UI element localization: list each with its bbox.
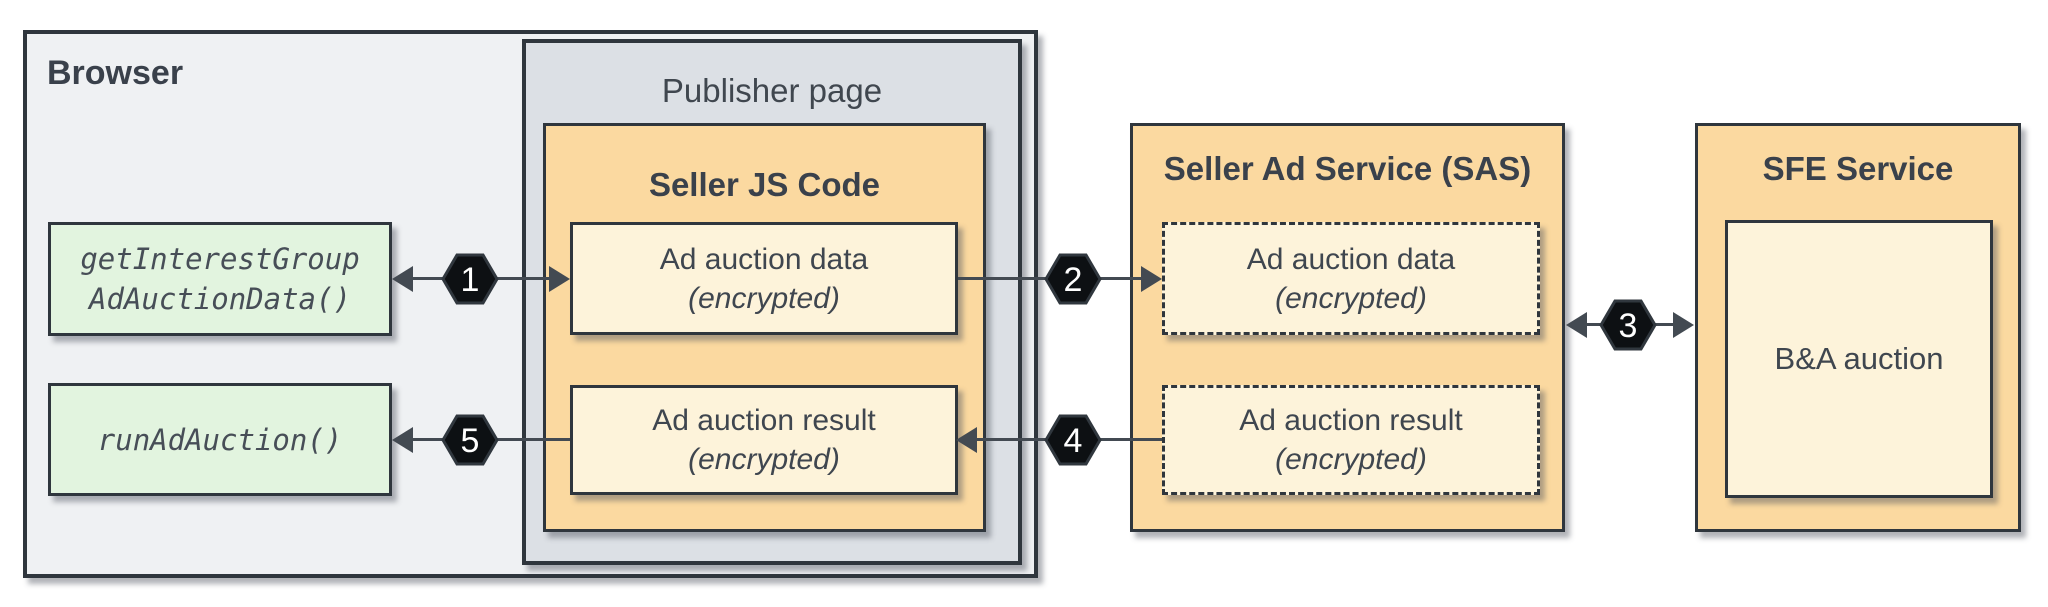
step-number: 4 [1064,422,1083,460]
box-text-line: Ad auction data [1246,242,1456,276]
run-ad-auction-box: runAdAuction() [48,383,392,496]
hexagon-icon [1599,299,1657,351]
hexagon-icon [1044,414,1102,466]
seller-js-code-title: Seller JS Code [648,166,881,203]
step-number: 3 [1619,307,1638,345]
arrowhead-right-icon [1141,266,1162,292]
api-text-line: getInterestGroup [80,242,360,276]
box-text-line: (encrypted) [688,281,840,315]
js-ad-auction-result-box: Ad auction result (encrypted) [570,385,958,495]
arrowhead-left-icon [956,427,977,453]
arrowhead-left-icon [1566,312,1587,338]
box-text-line: (encrypted) [688,443,840,476]
step-number: 2 [1064,261,1083,299]
api-text-line: AdAuctionData() [89,282,351,316]
arrowhead-left-icon [392,427,413,453]
hexagon-icon [441,414,499,466]
step-3-badge: 3 [1599,299,1657,351]
box-text-line: Ad auction data [659,242,869,276]
step-1-badge: 1 [441,253,499,305]
sas-ad-auction-data-box: Ad auction data (encrypted) [1162,222,1540,335]
hexagon-icon [1044,253,1102,305]
box-text-line: (encrypted) [1275,281,1427,315]
arrowhead-left-icon [392,266,413,292]
js-ad-auction-data-box: Ad auction data (encrypted) [570,222,958,335]
sfe-title: SFE Service [1762,150,1954,187]
arrowhead-right-icon [549,266,570,292]
step-4-badge: 4 [1044,414,1102,466]
publisher-page-label: Publisher page [661,72,883,109]
browser-label: Browser [47,54,184,92]
box-text-line: Ad auction result [652,404,876,437]
step-2-badge: 2 [1044,253,1102,305]
step-number: 5 [461,422,480,460]
sas-ad-auction-result-box: Ad auction result (encrypted) [1162,385,1540,495]
ba-auction-box: B&A auction [1725,220,1993,498]
api-text-line: runAdAuction() [97,422,343,457]
box-text-line: Ad auction result [1239,404,1463,437]
box-text-line: (encrypted) [1275,443,1427,476]
box-text-line: B&A auction [1774,341,1944,376]
arrowhead-right-icon [1673,312,1694,338]
step-5-badge: 5 [441,414,499,466]
sas-title: Seller Ad Service (SAS) [1163,150,1532,187]
get-interest-group-ad-auction-data-box: getInterestGroup AdAuctionData() [48,222,392,336]
step-number: 1 [461,261,480,299]
hexagon-icon [441,253,499,305]
